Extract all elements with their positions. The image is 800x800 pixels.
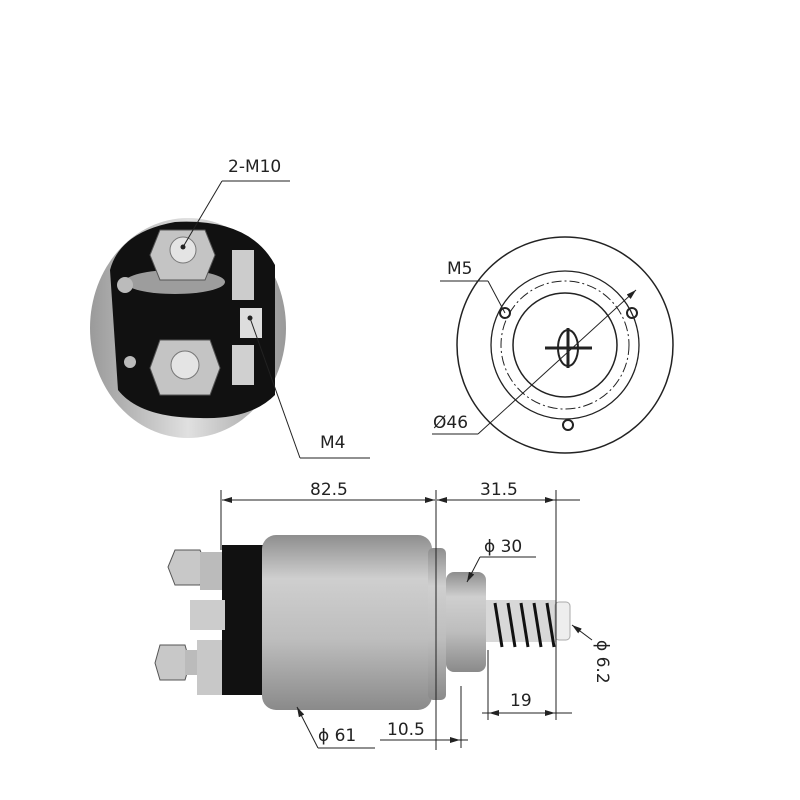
end-view: 2-M10 M4 — [90, 157, 370, 459]
plunger-diameter-dim: ϕ 6.2 — [592, 640, 612, 684]
mount-hole — [499, 307, 511, 319]
mount-hole-label: M5 — [447, 259, 472, 279]
solenoid-body — [262, 535, 432, 710]
side-view: 82.5 31.5 ϕ 30 ϕ 6.2 19 10.5 ϕ 61 — [154, 480, 612, 750]
body-length-dim: 82.5 — [310, 480, 348, 500]
body-diameter-dim: ϕ 61 — [318, 726, 356, 746]
terminal-label: 2-M10 — [228, 157, 281, 177]
mount-hole — [626, 307, 638, 319]
mount-hole — [562, 419, 574, 431]
flange-offset-dim: 10.5 — [387, 720, 425, 740]
insulator-cap — [222, 545, 267, 695]
plunger-length-dim: 31.5 — [480, 480, 518, 500]
terminal-stud-bottom — [149, 339, 221, 396]
m4-terminal — [232, 250, 254, 300]
neck-diameter-dim: ϕ 30 — [484, 537, 522, 557]
neck — [446, 572, 486, 672]
spring — [493, 602, 556, 648]
bolt-circle-label: Ø46 — [433, 413, 468, 433]
flange-view: M5 Ø46 — [432, 236, 674, 454]
terminal-stud-top — [149, 229, 216, 281]
spring-length-dim: 19 — [510, 691, 532, 711]
small-terminal-label: M4 — [320, 433, 345, 453]
